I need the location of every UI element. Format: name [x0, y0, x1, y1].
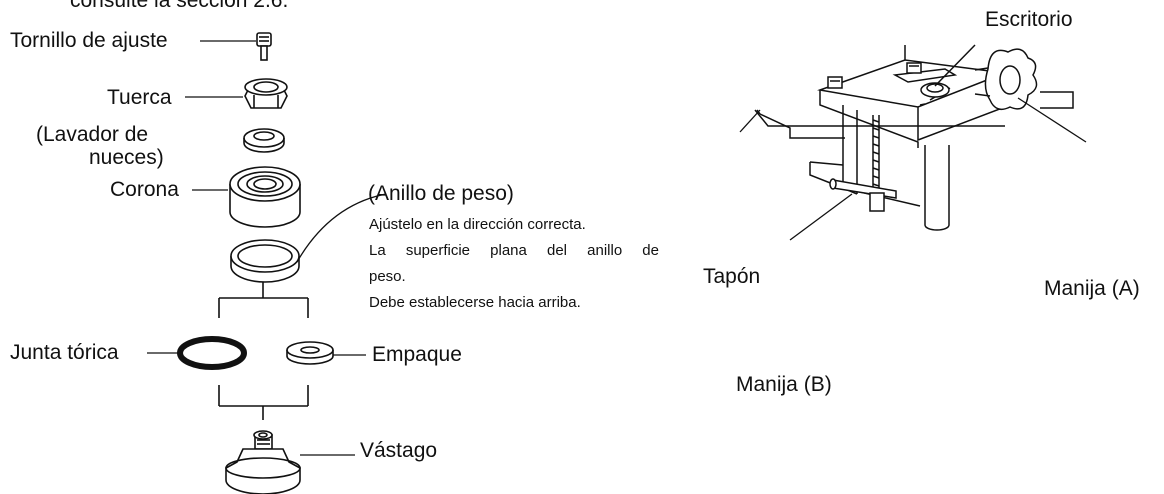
- o-ring-drawing: [177, 336, 247, 370]
- handle-a-label: Manija (A): [1044, 277, 1140, 300]
- clamp-drawing: [739, 44, 1087, 241]
- nut-washer-drawing: [243, 128, 285, 153]
- weight-ring-note-line3: peso.: [369, 268, 406, 285]
- gasket-label: Empaque: [372, 343, 462, 366]
- gasket-drawing: [286, 341, 334, 365]
- weight-ring-note-line1: Ajústelo en la dirección correcta.: [369, 216, 586, 233]
- adjust-screw-drawing: [256, 32, 272, 61]
- handle-b-label: Manija (B): [736, 373, 832, 396]
- weight-ring-label: (Anillo de peso): [368, 182, 514, 205]
- bracket-lines: [218, 282, 309, 420]
- nut-drawing: [244, 78, 288, 109]
- crown-label: Corona: [110, 178, 179, 201]
- top-instruction-text: consulte la sección 2.6.: [70, 0, 289, 12]
- weight-ring-note-line2: La superficie plana del anillo de: [369, 242, 659, 259]
- adjust-screw-label: Tornillo de ajuste: [10, 29, 168, 52]
- nut-washer-label-line1: (Lavador de: [36, 123, 149, 146]
- nut-label: Tuerca: [107, 86, 172, 109]
- weight-ring-note: Ajústelo en la dirección correcta. La su…: [369, 216, 659, 320]
- left-leader-lines: [147, 40, 387, 456]
- plug-label: Tapón: [703, 265, 761, 288]
- weight-ring-note-line4: Debe establecerse hacia arriba.: [369, 294, 581, 311]
- nut-washer-label-line2: nueces): [89, 146, 164, 169]
- o-ring-label: Junta tórica: [10, 341, 119, 364]
- crown-drawing: [229, 166, 301, 228]
- stem-label: Vástago: [360, 439, 438, 462]
- stem-drawing: [225, 430, 301, 494]
- desk-label: Escritorio: [985, 8, 1073, 31]
- weight-ring-drawing: [230, 239, 300, 283]
